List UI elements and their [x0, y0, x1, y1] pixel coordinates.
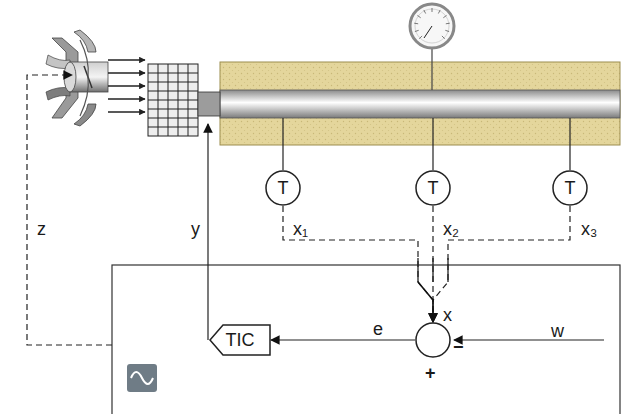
error-signal	[271, 339, 415, 340]
temperature-sensor: T	[265, 170, 301, 206]
temperature-sensor: T	[415, 170, 451, 206]
sign-label: −	[453, 338, 464, 356]
pipe	[220, 90, 620, 118]
switch-arm	[418, 282, 433, 314]
node-outline	[415, 322, 451, 358]
thermometer-dial	[410, 4, 454, 48]
temperature-sensor: T	[552, 170, 588, 206]
air-flow-arrows	[108, 60, 145, 112]
signal-name: e	[372, 320, 384, 338]
sign-label: +	[425, 364, 436, 382]
node-label: T	[565, 179, 576, 197]
signal-name: z	[36, 220, 47, 238]
fan	[46, 30, 108, 126]
insulation	[220, 62, 620, 145]
measurement-signal	[433, 206, 570, 322]
signal-name: x₁	[292, 220, 309, 238]
controller-icon	[127, 364, 157, 392]
node-label: T	[428, 179, 439, 197]
signal-name: x₂	[442, 220, 460, 238]
node-label: TIC	[226, 331, 255, 349]
controller-block: TIC	[209, 324, 271, 356]
heater	[148, 64, 220, 136]
signal-name: w	[550, 322, 565, 340]
y-signal-line	[207, 124, 208, 340]
node-label: T	[278, 179, 289, 197]
signal-name: x	[442, 306, 453, 324]
signal-name: y	[190, 220, 201, 238]
controller-panel	[112, 265, 620, 414]
measurement-signal	[283, 206, 433, 322]
sensor-stems	[283, 118, 570, 170]
z-signal-line	[27, 75, 112, 345]
w-setpoint-line	[454, 339, 604, 340]
signal-name: x₃	[580, 220, 598, 238]
summing-junction: −+	[415, 322, 451, 358]
